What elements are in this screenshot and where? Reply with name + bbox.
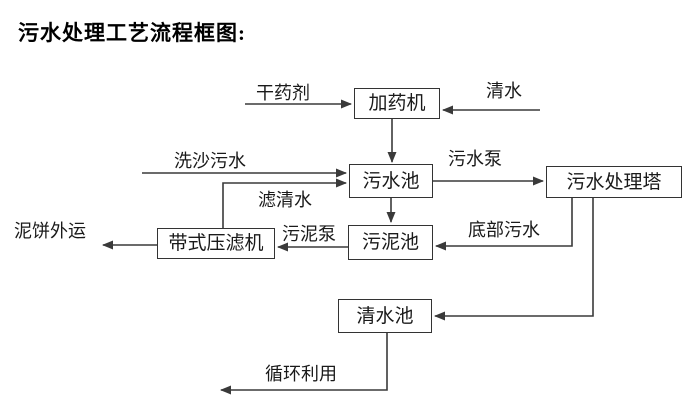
arrow-recycle-out [220, 333, 388, 395]
edge-label-filtered-water: 滤清水 [258, 190, 312, 210]
edge-label-sand-washing-sewage: 洗沙污水 [174, 151, 246, 171]
arrow-bottom-sewage-to-sludge [435, 198, 573, 251]
edge-label-dry-agent: 干药剂 [256, 83, 310, 103]
arrow-tower-to-clean-pool [434, 198, 594, 321]
edge-label-sewage-pump: 污水泵 [448, 149, 502, 169]
page-title: 污水处理工艺流程框图: [18, 21, 246, 45]
arrow-filtered-water-to-sewage [222, 178, 347, 228]
edge-label-clean-water-feed: 清水 [486, 81, 522, 101]
edge-label-sludge-pump: 污泥泵 [282, 224, 336, 244]
node-sewage-pool: 污水池 [349, 164, 433, 198]
node-sludge-pool: 污泥池 [348, 225, 433, 260]
edge-label-bottom-sewage: 底部污水 [468, 220, 540, 240]
edge-label-mud-cake-outbound: 泥饼外运 [14, 221, 86, 241]
node-belt-filter-press: 带式压滤机 [157, 228, 275, 259]
edge-label-recycle-use: 循环利用 [265, 364, 337, 384]
node-dosing-machine: 加药机 [354, 88, 440, 119]
node-clean-water-pool: 清水池 [338, 299, 432, 333]
node-sewage-treatment-tower: 污水处理塔 [546, 166, 682, 198]
